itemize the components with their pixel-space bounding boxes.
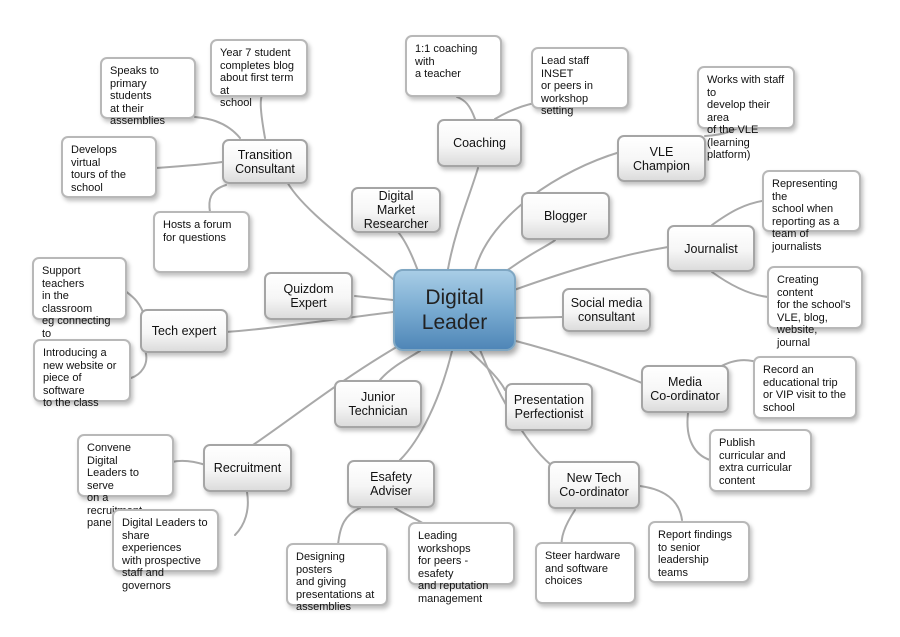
note-support-teachers: Support teachers in the classroom eg con…	[32, 257, 127, 365]
connector-line	[639, 485, 683, 521]
connector-line	[234, 491, 249, 536]
new-tech-coordinator-node: New Tech Co-ordinator	[548, 461, 640, 509]
connector-line	[354, 295, 394, 301]
note-coaching-teacher: 1:1 coaching with a teacher	[405, 35, 502, 97]
connector-line	[494, 102, 536, 120]
note-record-trip: Record an educational trip or VIP visit …	[753, 356, 857, 419]
connector-line	[225, 311, 394, 333]
journalist-node: Journalist	[667, 225, 755, 272]
connector-line	[711, 199, 769, 226]
connector-line	[249, 344, 401, 448]
esafety-adviser-node: Esafety Adviser	[347, 460, 435, 508]
digital-market-researcher-node: Digital Market Researcher	[351, 187, 441, 233]
note-representing-school: Representing the school when reporting a…	[762, 170, 861, 253]
connector-line	[447, 167, 479, 270]
connector-line	[194, 116, 241, 139]
connector-line	[711, 271, 769, 298]
note-year7-blog: Year 7 student completes blog about firs…	[210, 39, 308, 109]
connector-line	[130, 349, 148, 379]
connector-line	[397, 231, 419, 272]
transition-consultant-node: Transition Consultant	[222, 139, 308, 184]
connector-line	[171, 459, 207, 466]
connector-line	[513, 246, 669, 291]
note-lead-inset: Lead staff INSET or peers in workshop se…	[531, 47, 629, 117]
vle-champion-node: VLE Champion	[617, 135, 706, 182]
tech-expert-node: Tech expert	[140, 309, 228, 353]
connector-line	[337, 507, 361, 546]
note-hosts-forum: Hosts a forum for questions	[153, 211, 250, 273]
connector-line	[686, 412, 711, 461]
media-coordinator-node: Media Co-ordinator	[641, 365, 729, 413]
note-steer-hardware: Steer hardware and software choices	[535, 542, 636, 604]
connector-line	[284, 177, 401, 286]
note-convene-panel: Convene Digital Leaders to serve on a re…	[77, 434, 174, 529]
note-designing-posters: Designing posters and giving presentatio…	[286, 543, 388, 613]
blogger-node: Blogger	[521, 192, 610, 240]
note-share-experiences: Digital Leaders to share experiences wit…	[112, 509, 219, 592]
quizdom-expert-node: Quizdom Expert	[264, 272, 353, 320]
connector-line	[469, 350, 506, 391]
note-creating-content: Creating content for the school's VLE, b…	[767, 266, 863, 349]
junior-technician-node: Junior Technician	[334, 380, 422, 428]
connector-line	[511, 339, 643, 384]
connector-line	[514, 316, 563, 319]
connector-line	[259, 94, 266, 139]
note-vle-staff: Works with staff to develop their area o…	[697, 66, 795, 161]
connector-line	[379, 350, 421, 381]
connector-line	[155, 161, 223, 169]
connector-line	[399, 350, 453, 461]
note-virtual-tours: Develops virtual tours of the school	[61, 136, 157, 198]
note-publish-content: Publish curricular and extra curricular …	[709, 429, 812, 492]
social-media-consultant-node: Social media consultant	[562, 288, 651, 332]
note-leading-workshops: Leading workshops for peers - esafety an…	[408, 522, 515, 605]
presentation-perfectionist-node: Presentation Perfectionist	[505, 383, 593, 431]
connector-line	[504, 239, 556, 273]
connector-line	[208, 184, 227, 213]
connector-line	[456, 96, 476, 120]
note-speaks-primary: Speaks to primary students at their asse…	[100, 57, 196, 127]
recruitment-node: Recruitment	[203, 444, 292, 492]
coaching-node: Coaching	[437, 119, 522, 167]
note-introducing-software: Introducing a new website or piece of so…	[33, 339, 131, 409]
digital-leader-center-node: Digital Leader	[393, 269, 516, 351]
note-report-findings: Report findings to senior leadership tea…	[648, 521, 750, 583]
